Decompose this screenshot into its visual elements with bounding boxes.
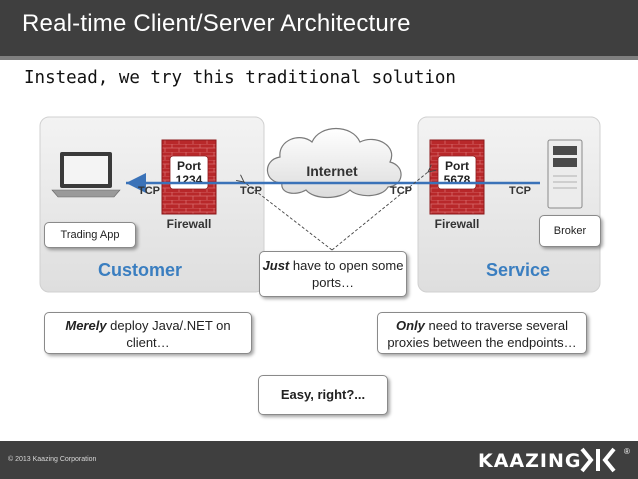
open-ports-callout: Just have to open some ports…	[259, 251, 407, 297]
customer-firewall-label: Firewall	[167, 217, 212, 231]
easy-right-callout: Easy, right?...	[258, 375, 388, 415]
customer-label: Customer	[98, 260, 182, 280]
page-title: Real-time Client/Server Architecture	[22, 10, 411, 37]
laptop-icon	[51, 152, 121, 198]
tcp-label-server: TCP	[509, 185, 531, 197]
service-port-word: Port	[445, 159, 469, 173]
broker-label: Broker	[539, 215, 601, 247]
tcp-label-cloud-right: TCP	[390, 185, 412, 197]
server-icon	[547, 139, 583, 209]
logo-text: KAAZING	[478, 450, 582, 472]
service-firewall-icon	[429, 139, 485, 215]
customer-port-word: Port	[177, 159, 201, 173]
traverse-proxies-callout: Only need to traverse several proxies be…	[377, 312, 587, 354]
tcp-label-cloud-left: TCP	[240, 185, 262, 197]
copyright-text: © 2013 Kaazing Corporation	[8, 456, 97, 463]
deploy-client-callout: Merely deploy Java/.NET on client…	[44, 312, 252, 354]
registered-mark: ®	[624, 447, 630, 456]
callout-line-right	[331, 172, 428, 251]
service-port-number: 5678	[444, 173, 471, 187]
customer-firewall-icon	[161, 139, 217, 215]
tcp-label-laptop: TCP	[138, 185, 160, 197]
trading-app-label: Trading App	[44, 222, 136, 248]
internet-cloud-icon	[266, 128, 402, 199]
service-label: Service	[486, 260, 550, 280]
kaazing-mark-icon	[580, 447, 616, 473]
slide-subtitle: Instead, we try this traditional solutio…	[24, 68, 456, 88]
footer-bar: © 2013 Kaazing Corporation KAAZING ®	[0, 441, 638, 479]
callout-line-left	[244, 182, 333, 251]
service-firewall-label: Firewall	[435, 217, 480, 231]
title-bar: Real-time Client/Server Architecture	[0, 0, 638, 60]
internet-label: Internet	[306, 163, 358, 179]
customer-port-number: 1234	[176, 173, 203, 187]
